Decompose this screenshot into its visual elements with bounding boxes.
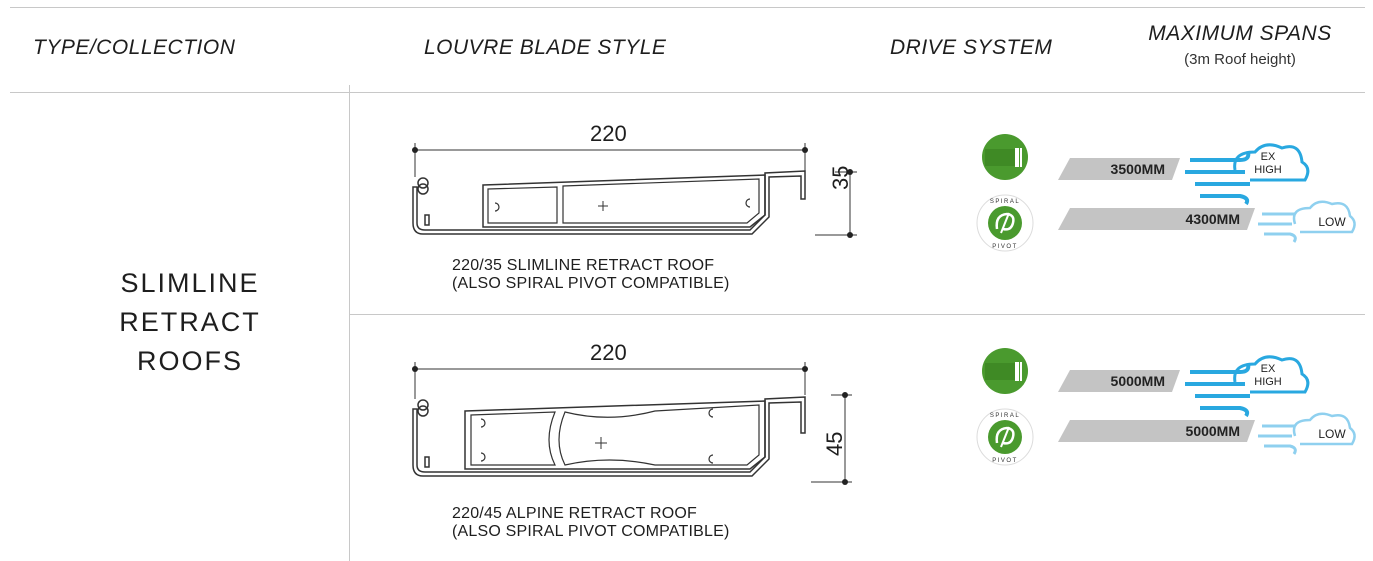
- blade-profile-220-35: [412, 143, 857, 238]
- collection-line-1: SLIMLINE: [120, 268, 260, 298]
- collection-line-2: RETRACT: [119, 307, 261, 337]
- header-type-collection: TYPE/COLLECTION: [33, 36, 236, 59]
- span-value: 3500MM: [1111, 161, 1165, 177]
- column-divider: [349, 85, 350, 561]
- wind-label: LOW: [1318, 215, 1346, 229]
- drive-icons-row-2: SPIRAL PIVOT: [976, 348, 1034, 466]
- blade-caption: 220/35 SLIMLINE RETRACT ROOF (ALSO SPIRA…: [452, 257, 729, 293]
- blade-caption: 220/45 ALPINE RETRACT ROOF (ALSO SPIRAL …: [452, 505, 729, 541]
- header-louvre-blade-style: LOUVRE BLADE STYLE: [424, 36, 667, 59]
- blade-caption-line-1: 220/35 SLIMLINE RETRACT ROOF: [452, 257, 715, 274]
- blade-width-dimension: 220: [590, 121, 627, 146]
- collection-name: SLIMLINE RETRACT ROOFS: [60, 264, 320, 381]
- span-value: 4300MM: [1186, 211, 1240, 227]
- span-value: 5000MM: [1111, 373, 1165, 389]
- wind-label-line-1: EX: [1261, 363, 1276, 375]
- wind-cloud-low-icon: LOW: [1258, 412, 1356, 455]
- wind-label: LOW: [1318, 427, 1346, 441]
- spiral-bottom-label: PIVOT: [992, 244, 1018, 250]
- drive-icons-row-1: SPIRAL PIVOT: [976, 134, 1034, 252]
- blade-height-dimension: 35: [828, 165, 853, 190]
- wind-label-line-2: HIGH: [1254, 376, 1282, 388]
- blade-height-dimension: 45: [822, 431, 847, 456]
- wind-cloud-low-icon: LOW: [1258, 200, 1356, 243]
- wind-label-line-1: EX: [1261, 151, 1276, 163]
- blade-caption-line-1: 220/45 ALPINE RETRACT ROOF: [452, 505, 697, 522]
- header-maximum-spans: MAXIMUM SPANS: [1148, 22, 1332, 45]
- spiral-top-label: SPIRAL: [990, 199, 1020, 205]
- span-bar-low: 4300MM: [1058, 208, 1255, 230]
- motor-drive-icon: [982, 348, 1028, 394]
- spiral-pivot-icon: SPIRAL PIVOT: [976, 194, 1034, 252]
- span-bar-ex-high: 3500MM: [1058, 158, 1180, 180]
- header-maximum-spans-note: (3m Roof height): [1184, 51, 1296, 68]
- wind-cloud-ex-high-icon: EX HIGH: [1185, 143, 1310, 206]
- span-bar-low: 5000MM: [1058, 420, 1255, 442]
- spiral-pivot-icon: SPIRAL PIVOT: [976, 408, 1034, 466]
- span-bar-ex-high: 5000MM: [1058, 370, 1180, 392]
- max-spans-row-1: 3500MM EX HIGH 4300MM LOW: [1058, 143, 1356, 243]
- collection-line-3: ROOFS: [136, 346, 243, 376]
- blade-width-dimension: 220: [590, 340, 627, 365]
- wind-cloud-ex-high-icon: EX HIGH: [1185, 355, 1310, 418]
- blade-caption-line-2: (ALSO SPIRAL PIVOT COMPATIBLE): [452, 275, 730, 292]
- spiral-top-label: SPIRAL: [990, 413, 1020, 419]
- header-rule: [10, 92, 1365, 93]
- max-spans-row-2: 5000MM EX HIGH 5000MM LOW: [1058, 355, 1356, 455]
- span-value: 5000MM: [1186, 423, 1240, 439]
- row-divider: [349, 314, 1365, 315]
- blade-caption-line-2: (ALSO SPIRAL PIVOT COMPATIBLE): [452, 523, 730, 540]
- motor-drive-icon: [982, 134, 1028, 180]
- blade-profile-220-45: [412, 362, 852, 485]
- header-drive-system: DRIVE SYSTEM: [890, 36, 1053, 59]
- wind-label-line-2: HIGH: [1254, 164, 1282, 176]
- spiral-bottom-label: PIVOT: [992, 458, 1018, 464]
- top-rule: [10, 7, 1365, 8]
